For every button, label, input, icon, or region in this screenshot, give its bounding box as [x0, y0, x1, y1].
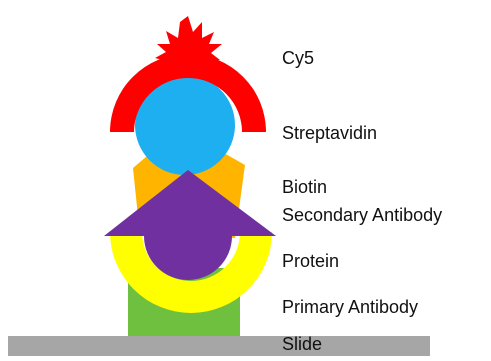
label-biotin: Biotin: [282, 176, 327, 198]
label-protein: Protein: [282, 250, 339, 272]
label-cy5: Cy5: [282, 47, 314, 69]
cy5-star-shape: [155, 16, 222, 62]
label-streptavidin: Streptavidin: [282, 122, 377, 144]
label-secondary-antibody: Secondary Antibody: [282, 204, 442, 226]
label-slide: Slide: [282, 333, 322, 355]
slide-shape: [8, 336, 430, 356]
label-primary-antibody: Primary Antibody: [282, 296, 418, 318]
